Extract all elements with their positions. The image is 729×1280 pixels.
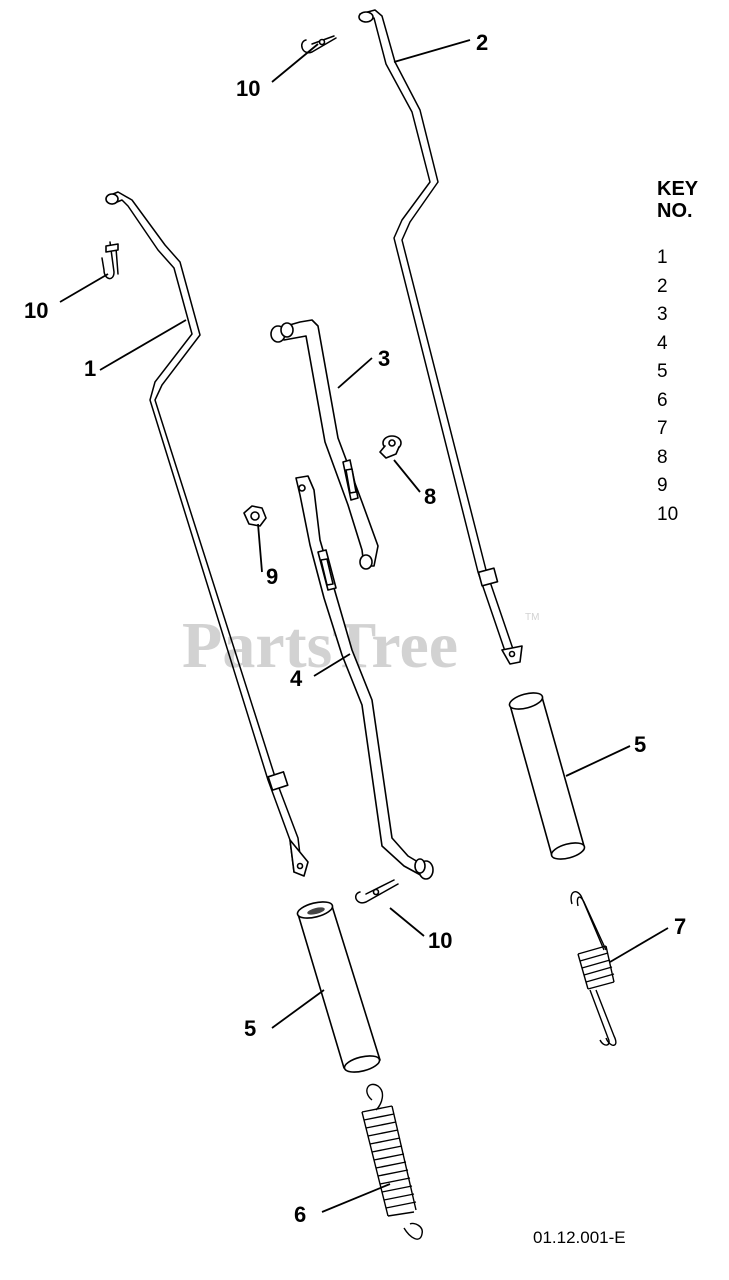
leader-lines bbox=[59, 39, 669, 1213]
part-10-hairpin-clip-a bbox=[301, 35, 337, 54]
key-number-item: 5 bbox=[657, 361, 668, 382]
part-6-extension-spring bbox=[361, 1083, 423, 1240]
callout-10-top: 10 bbox=[236, 76, 260, 101]
part-1-control-rod bbox=[105, 191, 309, 877]
key-number-list: 1 2 3 4 5 6 7 8 9 10 bbox=[657, 244, 678, 529]
key-number-heading: KEY NO. bbox=[657, 178, 698, 222]
key-number-item: 4 bbox=[657, 332, 668, 354]
callout-10-bottom: 10 bbox=[428, 928, 452, 953]
partstree-watermark: PartsTree bbox=[182, 609, 458, 682]
callout-4: 4 bbox=[290, 666, 303, 691]
callout-9: 9 bbox=[266, 564, 278, 589]
part-5-sleeve-lower bbox=[296, 901, 381, 1073]
callout-10-left: 10 bbox=[24, 298, 48, 323]
key-number-item: 1 bbox=[657, 247, 668, 268]
key-number-item: 2 bbox=[657, 275, 668, 297]
callout-7: 7 bbox=[674, 914, 686, 939]
key-heading-line-2: NO. bbox=[657, 200, 693, 222]
key-number-item: 6 bbox=[657, 389, 668, 411]
watermark-trademark: TM bbox=[525, 612, 539, 623]
callout-8: 8 bbox=[424, 484, 436, 509]
key-number-item: 7 bbox=[657, 418, 668, 439]
callout-3: 3 bbox=[378, 346, 390, 371]
part-5-sleeve-upper bbox=[508, 692, 586, 860]
key-number-item: 10 bbox=[657, 503, 679, 525]
callout-2: 2 bbox=[476, 30, 488, 55]
part-7-spring-with-loops bbox=[570, 891, 617, 1046]
part-4-lever-arm bbox=[295, 475, 434, 880]
part-8-shoulder-pin bbox=[379, 435, 402, 459]
part-2-control-rod bbox=[358, 9, 523, 665]
key-number-item: 9 bbox=[657, 475, 668, 496]
part-10-hairpin-clip-c bbox=[355, 879, 399, 904]
part-9-nut bbox=[243, 505, 267, 527]
drawing-code: 01.12.001-E bbox=[533, 1228, 626, 1247]
part-10-hairpin-clip-b bbox=[101, 241, 119, 280]
key-number-item: 8 bbox=[657, 446, 668, 468]
callout-5-lower: 5 bbox=[244, 1016, 256, 1041]
part-3-lever-bracket bbox=[270, 319, 379, 570]
key-heading-line-1: KEY bbox=[657, 178, 699, 200]
key-number-item: 3 bbox=[657, 304, 668, 325]
callout-6: 6 bbox=[294, 1202, 306, 1227]
callout-5-upper: 5 bbox=[634, 732, 646, 757]
callout-1: 1 bbox=[84, 356, 96, 381]
